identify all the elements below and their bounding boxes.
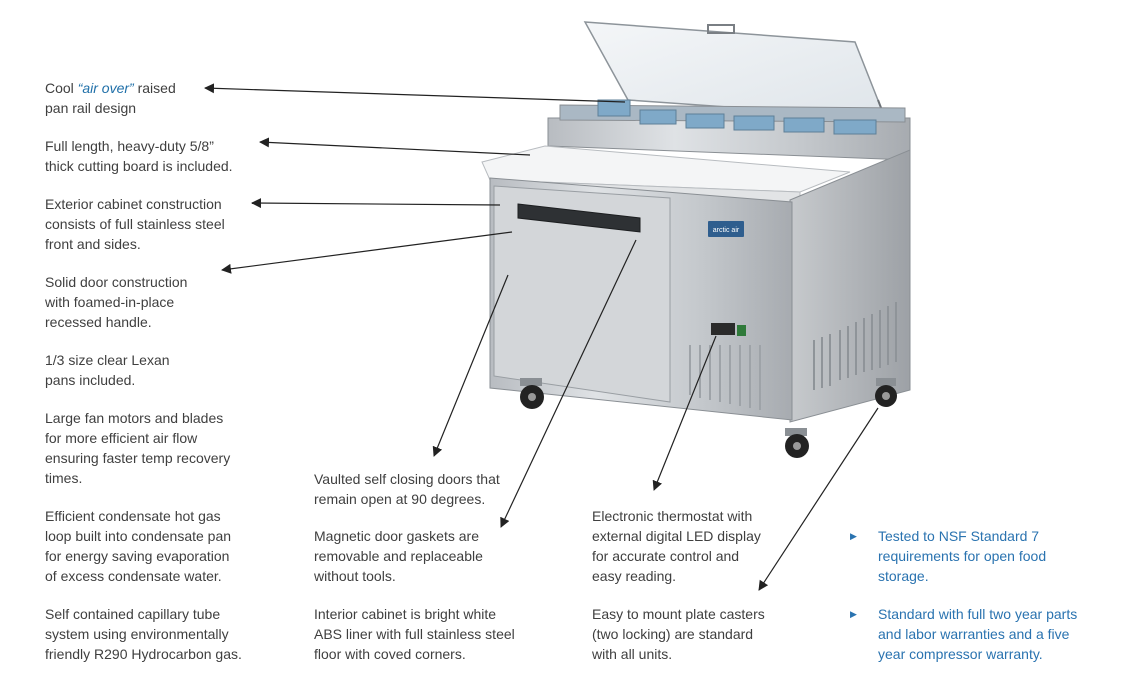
nsf-line3: storage. <box>878 568 929 584</box>
cutting-board-line1: Full length, heavy-duty 5/8” <box>45 138 214 154</box>
solid-door-line2: with foamed-in-place <box>45 294 175 310</box>
condensate-line4: of excess condensate water. <box>45 568 222 584</box>
solid-door-line1: Solid door construction <box>45 274 188 290</box>
exterior-line1: Exterior cabinet construction <box>45 196 222 212</box>
vaulted-line1: Vaulted self closing doors that <box>314 471 500 487</box>
gaskets-line2: removable and replaceable <box>314 548 483 564</box>
interior-line2: ABS liner with full stainless steel <box>314 626 515 642</box>
warranty-line3: year compressor warranty. <box>878 646 1043 662</box>
pans <box>597 99 877 135</box>
gaskets-line3: without tools. <box>314 568 396 584</box>
casters-line1: Easy to mount plate casters <box>592 606 765 622</box>
capillary-line3: friendly R290 Hydrocarbon gas. <box>45 646 242 662</box>
door-handle <box>517 203 641 233</box>
casters-line3: with all units. <box>592 646 673 662</box>
air-over-suffix: raised <box>133 80 176 96</box>
interior-line3: floor with coved corners. <box>314 646 466 662</box>
nsf-line1: Tested to NSF Standard 7 <box>878 528 1040 544</box>
condensate-line3: for energy saving evaporation <box>45 548 230 564</box>
bullet-icon: ▶ <box>850 531 857 541</box>
air-over-highlight: “air over” <box>77 80 134 96</box>
solid-door-line3: recessed handle. <box>45 314 152 330</box>
feature-air-over: Cool “air over” raised pan rail design <box>45 78 176 118</box>
feature-vaulted: Vaulted self closing doors that remain o… <box>314 469 500 509</box>
casters <box>520 378 897 458</box>
feature-condensate: Efficient condensate hot gas loop built … <box>45 506 231 586</box>
fan-line2: for more efficient air flow <box>45 430 198 446</box>
air-over-prefix: Cool <box>45 80 78 96</box>
vaulted-line2: remain open at 90 degrees. <box>314 491 486 507</box>
capillary-line1: Self contained capillary tube <box>45 606 221 622</box>
lid-handle <box>707 24 735 34</box>
thermostat-display <box>711 323 735 335</box>
warranty-line2: and labor warranties and a five <box>878 626 1070 642</box>
thermostat-line4: easy reading. <box>592 568 677 584</box>
air-over-line2: pan rail design <box>45 100 137 116</box>
highlight-warranty: Standard with full two year parts and la… <box>878 604 1077 664</box>
door <box>493 185 671 403</box>
cutting-board <box>481 145 851 193</box>
feature-thermostat: Electronic thermostat with external digi… <box>592 506 761 586</box>
feature-lexan: 1/3 size clear Lexan pans included. <box>45 350 170 390</box>
thermostat-line2: external digital LED display <box>592 528 761 544</box>
condensate-line1: Efficient condensate hot gas <box>45 508 221 524</box>
feature-gaskets: Magnetic door gaskets are removable and … <box>314 526 483 586</box>
svg-text:arctic air: arctic air <box>713 227 740 234</box>
fan-line3: ensuring faster temp recovery <box>45 450 231 466</box>
feature-fan: Large fan motors and blades for more eff… <box>45 408 230 488</box>
cutting-board-line2: thick cutting board is included. <box>45 158 233 174</box>
exterior-line3: front and sides. <box>45 236 141 252</box>
feature-interior: Interior cabinet is bright white ABS lin… <box>314 604 515 664</box>
casters-line2: (two locking) are standard <box>592 626 754 642</box>
lexan-line1: 1/3 size clear Lexan <box>45 352 170 368</box>
thermostat-line3: for accurate control and <box>592 548 740 564</box>
fan-line1: Large fan motors and blades <box>45 410 224 426</box>
lexan-line2: pans included. <box>45 372 136 388</box>
feature-solid-door: Solid door construction with foamed-in-p… <box>45 272 187 332</box>
condensate-line2: loop built into condensate pan <box>45 528 232 544</box>
brand-badge <box>708 221 744 237</box>
front-vents <box>689 345 761 410</box>
feature-exterior: Exterior cabinet construction consists o… <box>45 194 225 254</box>
warranty-line1: Standard with full two year parts <box>878 606 1078 622</box>
bullet-icon: ▶ <box>850 609 857 619</box>
feature-capillary: Self contained capillary tube system usi… <box>45 604 242 664</box>
highlight-nsf: Tested to NSF Standard 7 requirements fo… <box>878 526 1046 586</box>
side-vents <box>813 302 897 390</box>
power-switch <box>737 325 746 336</box>
thermostat-line1: Electronic thermostat with <box>592 508 753 524</box>
feature-casters: Easy to mount plate casters (two locking… <box>592 604 765 664</box>
capillary-line2: system using environmentally <box>45 626 229 642</box>
nsf-line2: requirements for open food <box>878 548 1047 564</box>
interior-line1: Interior cabinet is bright white <box>314 606 497 622</box>
fan-line4: times. <box>45 470 83 486</box>
exterior-line2: consists of full stainless steel <box>45 216 225 232</box>
gaskets-line1: Magnetic door gaskets are <box>314 528 479 544</box>
leader-lines <box>204 83 879 591</box>
feature-cutting-board: Full length, heavy-duty 5/8” thick cutti… <box>45 136 233 176</box>
